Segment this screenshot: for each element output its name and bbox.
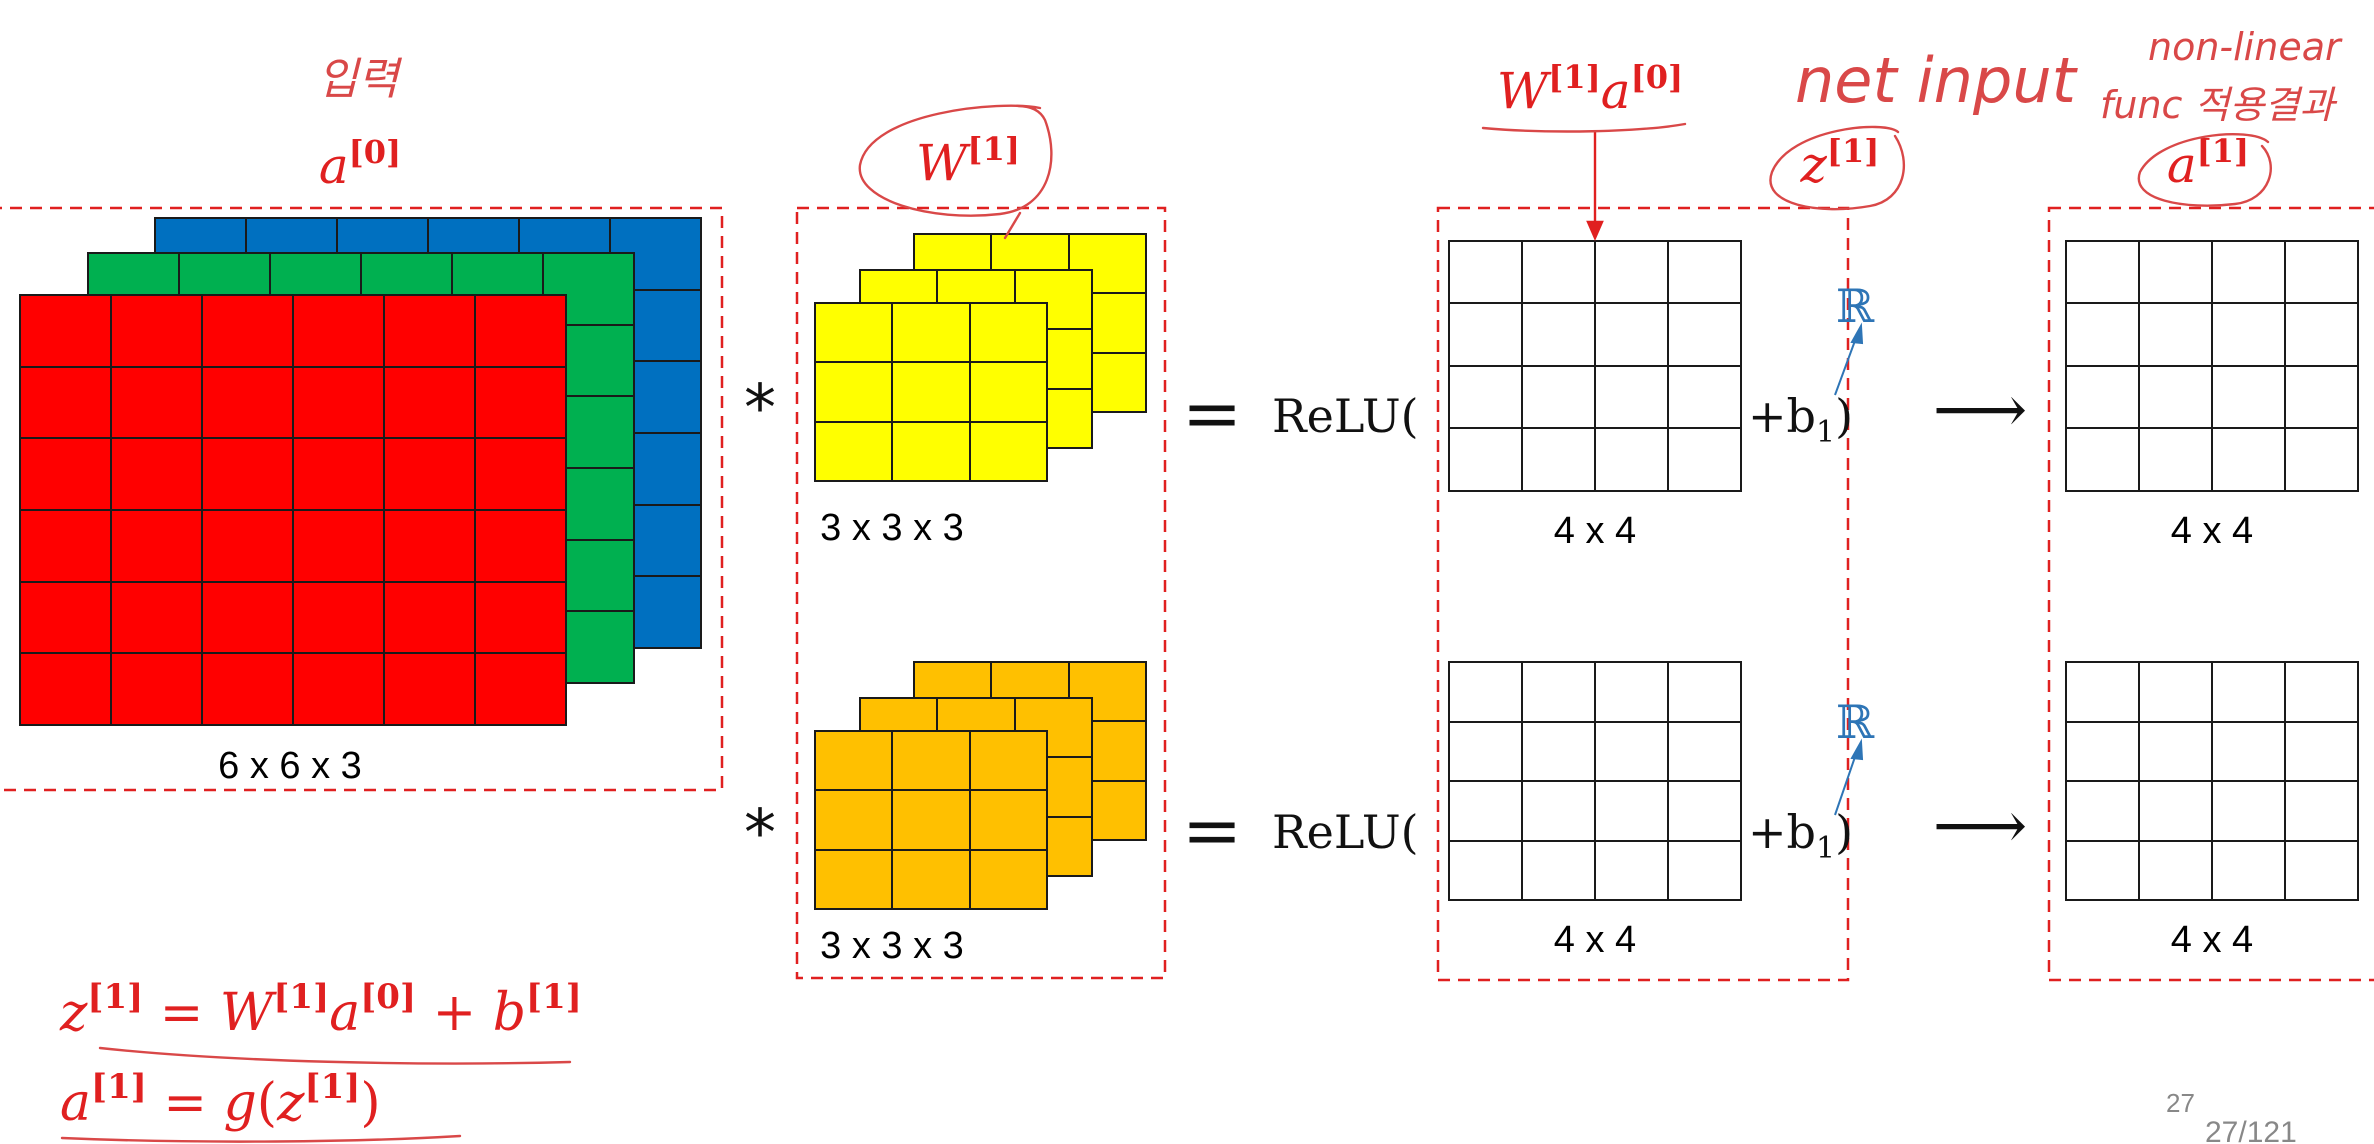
z-grid-top — [1448, 240, 1742, 492]
annotation-nonlinear-line2: func 적용결과 — [2100, 83, 2337, 127]
filter-dashed-box — [795, 206, 1167, 980]
label-z1: z[1] — [1800, 132, 1880, 194]
a1-circle — [2137, 133, 2272, 207]
conv-operator-bottom: * — [744, 797, 776, 871]
annotation-nonlinear-line1: non-linear — [2148, 25, 2343, 69]
filter-bottom — [814, 661, 1147, 910]
filter-top-dim-label: 3 x 3 x 3 — [820, 507, 964, 549]
equals-top: = — [1182, 371, 1242, 455]
z-dashed-box — [1436, 206, 1850, 982]
w1a0-underline — [1481, 122, 1687, 133]
arrow-bottom: ⟶ — [1933, 787, 2028, 864]
w1-tick — [1003, 211, 1022, 240]
filter-top — [814, 233, 1147, 482]
equation-a1: a[1] = g(z[1]) — [60, 1067, 381, 1133]
equation-a1-underline — [60, 1134, 462, 1143]
equation-z1: z[1] = W[1]a[0] + b[1] — [59, 977, 582, 1043]
z-top-dim-label: 4 x 4 — [1554, 510, 1636, 552]
label-a0: a[0] — [319, 133, 401, 195]
input-channel-red — [19, 294, 567, 726]
reals-symbol-bottom: ℝ — [1836, 695, 1875, 749]
plus-bias-bottom: +b1) — [1748, 805, 1853, 866]
arrow-top: ⟶ — [1933, 371, 2028, 448]
equals-bottom: = — [1182, 788, 1242, 872]
a-grid-top — [2065, 240, 2359, 492]
a-bottom-dim-label: 4 x 4 — [2171, 919, 2253, 961]
z1-circle — [1769, 125, 1906, 211]
label-a1: a[1] — [2167, 132, 2249, 194]
page-number: 27 — [2166, 1088, 2195, 1118]
a-grid-bottom — [2065, 661, 2359, 901]
label-w1a0: W[1]a[0] — [1497, 58, 1683, 120]
relu-open-top: ReLU( — [1272, 389, 1419, 443]
a-dashed-box — [2047, 206, 2374, 982]
input-dim-label: 6 x 6 x 3 — [218, 745, 362, 787]
equation-z1-underline — [98, 1046, 572, 1065]
page-counter: 27/121 — [2205, 1116, 2297, 1144]
label-w1: W[1] — [916, 130, 1020, 192]
z-bottom-dim-label: 4 x 4 — [1554, 919, 1636, 961]
input-volume — [19, 217, 702, 726]
z-grid-bottom — [1448, 661, 1742, 901]
filter-bottom-dim-label: 3 x 3 x 3 — [820, 925, 964, 967]
annotation-input-korean: 입력 — [318, 54, 403, 105]
reals-pointer-arrows — [1834, 322, 1864, 816]
reals-symbol-top: ℝ — [1836, 279, 1875, 333]
annotation-net-input: net input — [1795, 44, 2079, 117]
a-top-dim-label: 4 x 4 — [2171, 510, 2253, 552]
input-dashed-box — [0, 206, 724, 792]
plus-bias-top: +b1) — [1748, 389, 1853, 450]
conv-operator-top: * — [744, 372, 776, 446]
relu-open-bottom: ReLU( — [1272, 805, 1419, 859]
w1a0-down-arrow — [1586, 130, 1604, 241]
w1-circle — [858, 104, 1053, 217]
